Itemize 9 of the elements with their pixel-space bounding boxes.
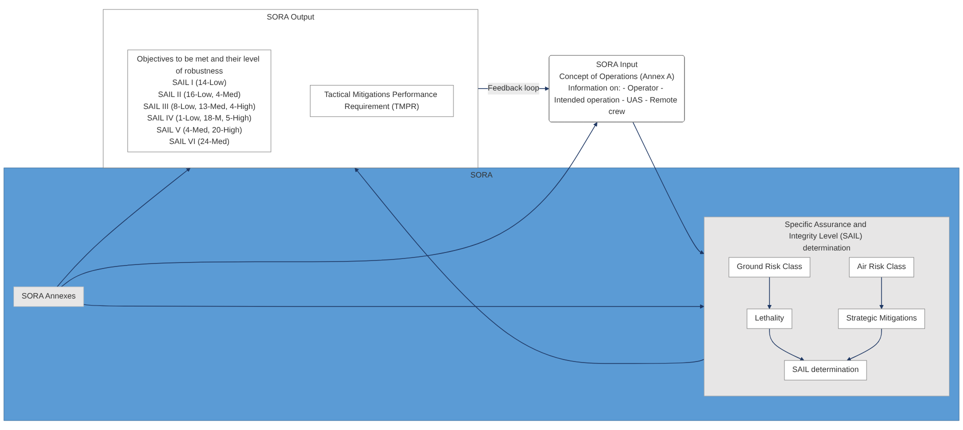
arrow	[83, 304, 704, 309]
arrow	[60, 122, 598, 288]
arrow	[846, 328, 882, 361]
arrow	[879, 276, 884, 310]
arrow	[354, 168, 704, 364]
arrow	[769, 328, 804, 361]
arrow	[632, 122, 704, 254]
arrow	[56, 168, 191, 288]
arrow	[767, 276, 772, 310]
